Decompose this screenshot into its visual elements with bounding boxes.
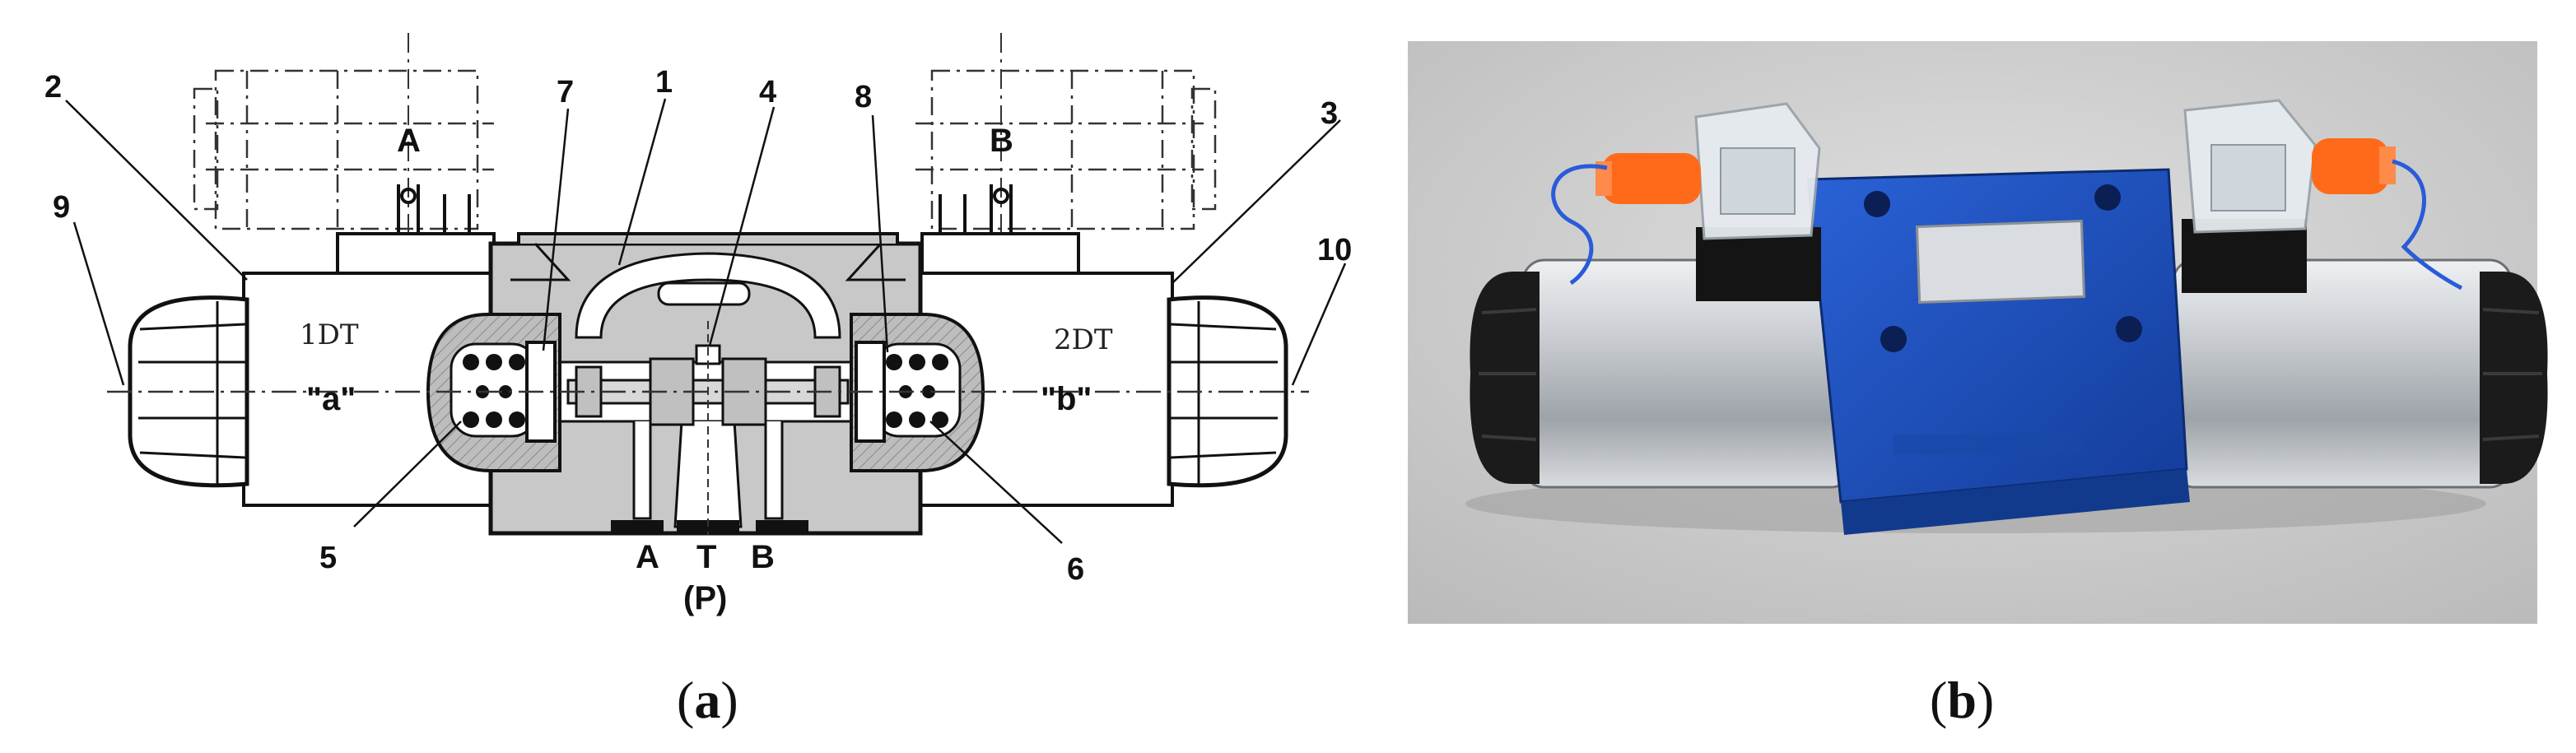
- panel-a-schematic: 1 2 3 4 5 6 7 8 9 10 A B 1DT 2DT "a" "b"…: [44, 33, 1352, 729]
- callout-4: 4: [759, 75, 776, 109]
- callout-10: 10: [1317, 233, 1352, 267]
- port-label-a: A: [636, 539, 659, 575]
- solenoid-label-a: A: [397, 123, 421, 159]
- solenoid-tube-left: [1470, 258, 1854, 489]
- position-label-b: "b": [1041, 381, 1092, 417]
- callout-1: 1: [655, 65, 673, 100]
- callout-5: 5: [319, 541, 337, 575]
- connector-pins-left: [397, 184, 471, 235]
- mounting-bolt-top-right: [2094, 184, 2121, 211]
- connector-pins-right: [939, 184, 1013, 235]
- callout-3: 3: [1321, 96, 1338, 131]
- panel-b-photo: (b): [1408, 41, 2548, 729]
- solenoid-coil-outline-right: [915, 69, 1217, 230]
- callout-9: 9: [53, 190, 70, 225]
- mounting-bolt-bottom-left: [1880, 326, 1907, 352]
- callout-7: 7: [557, 75, 574, 109]
- callout-6: 6: [1067, 552, 1084, 587]
- port-label-b: B: [751, 539, 775, 575]
- callout-8: 8: [855, 80, 872, 114]
- solenoid-coil-outline-left: [193, 69, 494, 230]
- wire-left: [1551, 164, 1608, 286]
- return-spring-right: [886, 354, 948, 428]
- return-spring-left: [463, 354, 525, 428]
- connector-housing-right: [2183, 99, 2396, 234]
- connector-housing-left: [1595, 102, 1821, 240]
- leader-lines: [65, 98, 1347, 544]
- mounting-bolt-bottom-right: [2116, 316, 2142, 342]
- callout-2: 2: [44, 70, 62, 105]
- caption-a: (a): [677, 671, 738, 729]
- manual-override-knob-left: [128, 295, 249, 488]
- nameplate: [1915, 219, 2086, 304]
- coil-label-1dt: 1DT: [300, 318, 359, 351]
- coil-label-2dt: 2DT: [1054, 323, 1113, 356]
- caption-b: (b): [1930, 671, 1994, 729]
- valve-body-blue: [1806, 168, 2190, 535]
- solenoid-tube-right: [2172, 258, 2548, 489]
- port-label-p: (P): [683, 580, 727, 616]
- wire-right: [2392, 159, 2463, 291]
- position-label-a: "a": [306, 381, 356, 417]
- port-label-t: T: [696, 539, 716, 575]
- mounting-bolt-top-left: [1864, 191, 1890, 217]
- solenoid-label-b: B: [990, 123, 1013, 159]
